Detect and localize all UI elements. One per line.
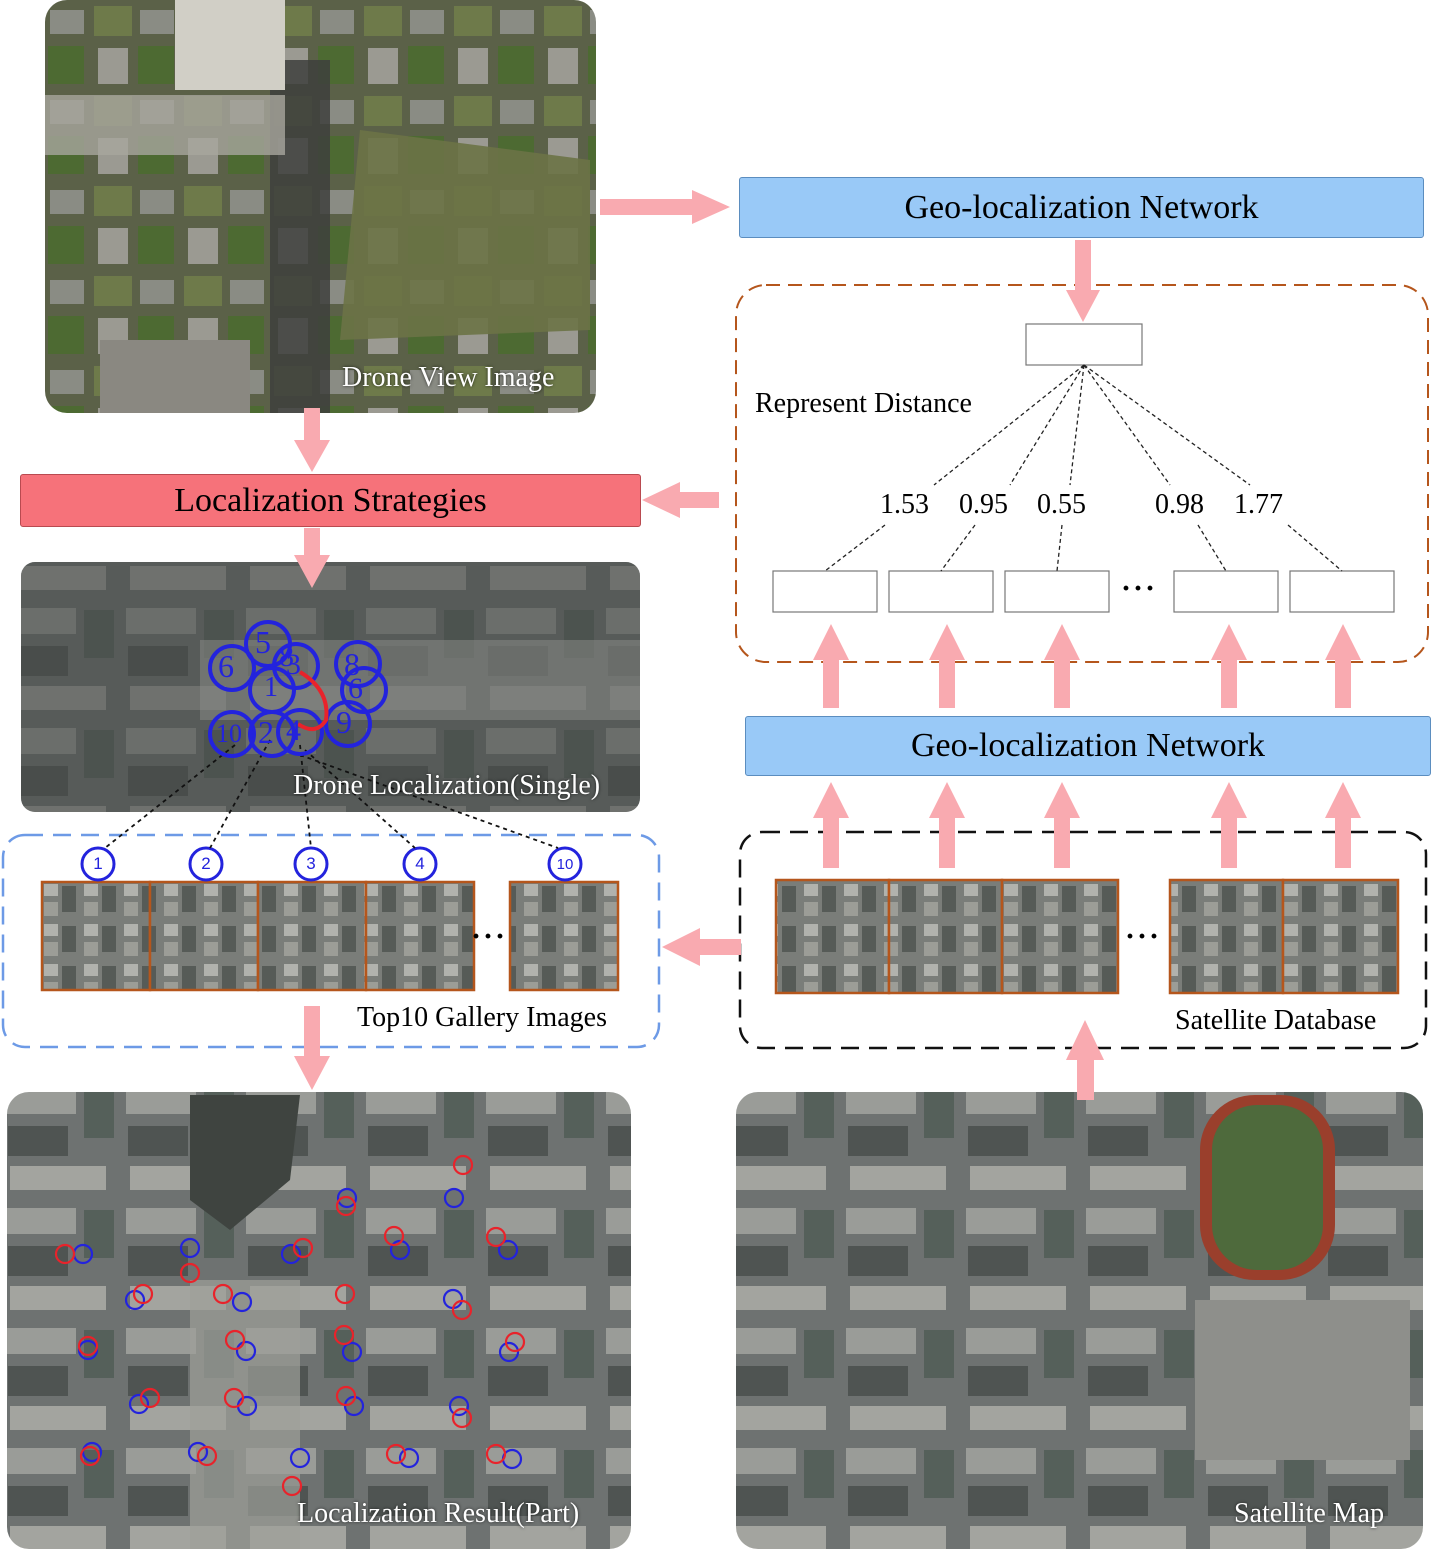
- localization-strategies-label: Localization Strategies: [174, 481, 487, 519]
- arrow-distance-to-strategies: [642, 482, 719, 518]
- gallery-feature-box: [1004, 570, 1110, 613]
- true-location-red-path: [296, 670, 329, 732]
- result-markers: [54, 1154, 526, 1497]
- drone-view-label: Drone View Image: [342, 362, 555, 393]
- represent-distance-label: Represent Distance: [755, 388, 972, 419]
- satellite-map-image: [736, 1092, 1423, 1549]
- gallery-feature-box: [772, 570, 878, 613]
- gallery-group-border: [1, 833, 661, 1049]
- single-marker-number: 6: [218, 648, 234, 684]
- distance-value: 1.77: [1234, 489, 1283, 520]
- gallery-ellipsis: ···: [471, 920, 508, 953]
- geo-network-bottom-box: Geo-localization Network: [745, 716, 1431, 776]
- distance-value: 0.95: [959, 489, 1008, 520]
- geo-network-top-label: Geo-localization Network: [904, 188, 1259, 226]
- distance-lines: [824, 364, 1343, 572]
- single-localization-markers: [208, 620, 388, 758]
- database-group-border: [738, 830, 1428, 1050]
- top10-gallery-thumbnails: [40, 880, 620, 992]
- localization-result-image: [7, 1092, 631, 1549]
- arrow-network-to-query: [1066, 240, 1100, 322]
- rank-badge-label: 3: [306, 854, 316, 873]
- single-marker-number: 10: [216, 719, 242, 748]
- single-marker-number: 8: [344, 646, 360, 682]
- gallery-rank-badges: [80, 846, 583, 882]
- geo-network-bottom-label: Geo-localization Network: [910, 727, 1266, 764]
- rank-badge-label: 10: [556, 855, 574, 873]
- arrows-network-to-features: [813, 624, 1361, 708]
- single-marker-number: 2: [258, 714, 274, 750]
- gallery-feature-box: [1289, 570, 1395, 613]
- rank-badge-label: 2: [201, 854, 211, 873]
- single-marker-number: 8: [279, 640, 294, 673]
- localization-strategies-box: Localization Strategies: [20, 474, 641, 527]
- arrow-map-to-database: [1066, 1020, 1104, 1100]
- arrow-gallery-to-result: [294, 1006, 330, 1090]
- localization-result-label: Localization Result(Part): [297, 1498, 580, 1529]
- gallery-feature-box: [888, 570, 994, 613]
- drone-localization-label: Drone Localization(Single): [293, 770, 601, 801]
- satellite-database-thumbnails: [774, 878, 1400, 995]
- single-marker-number: 4: [286, 714, 301, 747]
- localization-to-gallery-lines: [104, 739, 559, 849]
- distance-value: 0.98: [1155, 489, 1204, 520]
- rank-badge-label: 4: [415, 854, 425, 873]
- single-marker-number: 6: [348, 672, 363, 705]
- gallery-feature-box: [1173, 570, 1279, 613]
- distance-value: 0.55: [1037, 489, 1086, 520]
- arrow-database-to-gallery: [662, 928, 741, 966]
- query-feature-box: [1025, 323, 1143, 366]
- arrow-strategies-to-localization: [294, 528, 330, 588]
- arrow-drone-to-network: [600, 190, 730, 224]
- drone-view-image: [45, 0, 596, 413]
- database-ellipsis: ···: [1125, 920, 1162, 953]
- geo-network-top-box: Geo-localization Network: [739, 177, 1424, 238]
- drone-localization-image: [21, 562, 640, 812]
- single-marker-number: 5: [255, 624, 271, 660]
- arrow-drone-to-strategies: [294, 408, 330, 472]
- single-marker-number: 1: [264, 672, 278, 703]
- distance-value: 1.53: [880, 489, 929, 520]
- arrows-database-to-network: [813, 782, 1361, 868]
- flow-arrows: [294, 190, 1361, 1100]
- gallery-feature-boxes: [772, 570, 1395, 613]
- satellite-database-label: Satellite Database: [1175, 1005, 1377, 1036]
- single-marker-number: 9: [336, 704, 352, 740]
- single-marker-number: 3: [286, 648, 301, 681]
- feature-ellipsis: ···: [1121, 572, 1158, 605]
- rank-badge-label: 1: [93, 854, 103, 873]
- top10-gallery-label: Top10 Gallery Images: [357, 1002, 607, 1033]
- satellite-map-label: Satellite Map: [1234, 1498, 1385, 1529]
